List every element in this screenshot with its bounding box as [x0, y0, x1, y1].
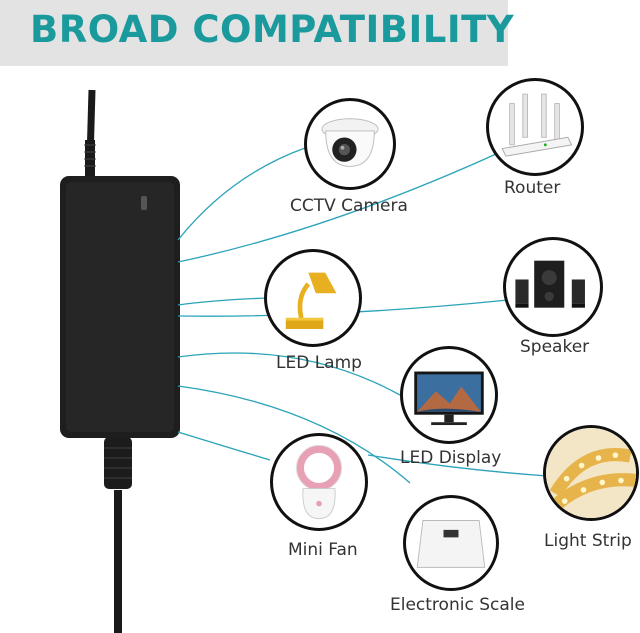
led-display-circle: [400, 346, 498, 444]
speaker-circle: [503, 237, 603, 337]
router-circle: [486, 78, 584, 176]
light-strip-circle: [543, 425, 639, 521]
mini-fan-circle: [270, 433, 368, 531]
banner: BROAD COMPATIBILITY: [0, 0, 514, 66]
router-label: Router: [504, 178, 561, 198]
scale-icon: [416, 520, 486, 568]
led-lamp-label: LED Lamp: [276, 353, 362, 373]
electronic-scale-label: Electronic Scale: [390, 595, 525, 615]
speaker-icon: [515, 260, 585, 308]
led-strip-icon: [546, 428, 636, 518]
cctv-camera-circle: [304, 98, 396, 190]
monitor-icon: [414, 371, 484, 426]
led-display-label: LED Display: [400, 448, 502, 468]
light-strip-label: Light Strip: [544, 531, 632, 551]
router-icon: [501, 93, 573, 157]
cctv-camera-label: CCTV Camera: [290, 196, 408, 216]
banner-title: BROAD COMPATIBILITY: [30, 8, 515, 51]
dome-camera-icon: [321, 118, 379, 167]
desk-lamp-icon: [285, 272, 337, 329]
led-indicator: [141, 196, 147, 210]
led-lamp-circle: [264, 249, 362, 347]
speaker-label: Speaker: [520, 337, 590, 357]
mini-fan-label: Mini Fan: [288, 540, 358, 560]
bladeless-fan-icon: [296, 444, 342, 520]
strain-relief: [104, 437, 132, 489]
electronic-scale-circle: [403, 495, 499, 591]
